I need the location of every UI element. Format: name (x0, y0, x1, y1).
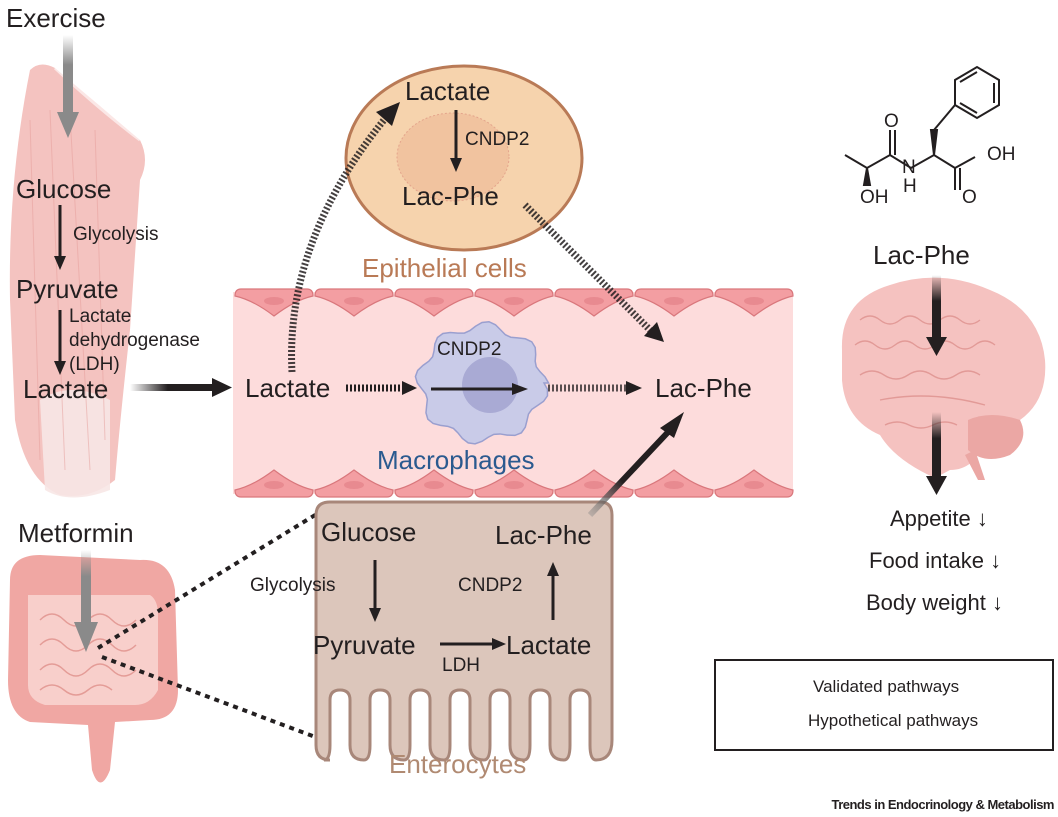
endothelial-nucleus (424, 481, 444, 489)
muscle-ldh-line1: Lactate (69, 306, 132, 327)
endothelial-nucleus (344, 297, 364, 305)
brain-effects-arrow (926, 412, 947, 495)
zoom-lines (96, 510, 322, 740)
muscle-pyruvate: Pyruvate (16, 274, 119, 304)
endothelial-nucleus (744, 297, 764, 305)
endothelial-nucleus (584, 481, 604, 489)
macrophage-enzyme: CNDP2 (437, 339, 502, 360)
atom-o1: O (884, 111, 899, 132)
muscle-glucose: Glucose (16, 174, 112, 204)
enterocyte-label: Enterocytes (389, 749, 527, 779)
effect-label: Body weight (866, 590, 986, 615)
down-arrow-icon: ↓ (976, 506, 988, 531)
endothelial-nucleus (664, 297, 684, 305)
glycolysis-arrow-enterocyte (369, 560, 381, 622)
endothelial-nucleus (504, 297, 524, 305)
brain-illustration (841, 277, 1046, 480)
legend-box (714, 659, 1054, 751)
muscle-lactate: Lactate (23, 374, 109, 404)
endothelial-nucleus (584, 297, 604, 305)
macrophage (414, 320, 550, 445)
cndp2-arrow-epithelial (450, 110, 462, 172)
exercise-arrow (57, 35, 79, 138)
endothelial-nucleus (264, 297, 284, 305)
endothelial-nucleus (344, 481, 364, 489)
metformin-arrow (74, 550, 98, 652)
effect-label: Appetite (890, 506, 971, 531)
atom-oh1: OH (860, 187, 889, 208)
molecule-name: Lac-Phe (873, 240, 970, 270)
glycolysis-arrow-muscle (54, 205, 66, 270)
ldh-arrow-enterocyte (440, 638, 506, 650)
enterocyte-glucose: Glucose (321, 517, 417, 547)
validated-arrow-enterocyte-to-blood (587, 412, 684, 518)
muscle-ldh-line3: (LDH) (69, 354, 120, 375)
effect-food-intake: Food intake ↓ (869, 550, 1001, 572)
epithelial-enzyme: CNDP2 (465, 129, 530, 150)
intestine-illustration (8, 555, 178, 783)
lactate-to-blood-arrow (130, 378, 232, 397)
epithelial-lactate: Lactate (405, 76, 491, 106)
legend-hypothetical-label: Hypothetical pathways (808, 711, 979, 730)
atom-h: H (903, 176, 917, 197)
enterocyte-pyruvate: Pyruvate (313, 630, 416, 660)
effect-label: Food intake (869, 548, 984, 573)
hypothetical-arrow-macrophage-to-lacphe (548, 381, 642, 395)
hypothetical-arrow-to-epithelial (288, 102, 400, 373)
endothelial-nucleus (664, 481, 684, 489)
epithelial-label: Epithelial cells (362, 253, 527, 283)
atom-n: N (902, 157, 916, 178)
lacphe-to-brain-arrow (926, 275, 947, 356)
enterocyte-enzyme: CNDP2 (458, 575, 523, 596)
atom-oh2: OH (987, 144, 1016, 165)
endothelial-nucleus (504, 481, 524, 489)
effect-body-weight: Body weight ↓ (866, 592, 1003, 614)
muscle-glycolysis: Glycolysis (73, 224, 159, 245)
enterocyte-glycolysis: Glycolysis (250, 575, 336, 596)
muscle-illustration (9, 64, 146, 498)
metformin-label: Metformin (18, 518, 134, 548)
endothelial-nucleus (264, 481, 284, 489)
down-arrow-icon: ↓ (990, 548, 1002, 573)
down-arrow-icon: ↓ (991, 590, 1003, 615)
hypothetical-arrow-lactate-to-macrophage (346, 381, 417, 395)
atom-o2: O (962, 187, 977, 208)
epithelial-cell (344, 64, 584, 252)
journal-credit: Trends in Endocrinology & Metabolism (831, 797, 1054, 812)
vessel-lactate: Lactate (245, 373, 331, 403)
ldh-arrow-muscle (54, 310, 66, 375)
exercise-label: Exercise (6, 3, 106, 33)
cndp2-arrow-macrophage (431, 383, 528, 395)
enterocyte-lacphe: Lac-Phe (495, 520, 592, 550)
vessel-lacphe: Lac-Phe (655, 373, 752, 403)
enterocyte-ldh: LDH (442, 655, 481, 676)
hypothetical-arrow-from-epithelial (522, 202, 664, 342)
endothelial-nucleus (744, 481, 764, 489)
muscle-ldh-line2: dehydrogenase (69, 330, 200, 351)
epithelial-lacphe: Lac-Phe (402, 181, 499, 211)
macrophage-label: Macrophages (377, 445, 535, 475)
lac-phe-molecule (844, 65, 1000, 190)
cndp2-arrow-enterocyte (547, 562, 559, 620)
enterocyte-cell (314, 500, 614, 762)
enterocyte-lactate: Lactate (506, 630, 592, 660)
endothelial-nucleus (424, 297, 444, 305)
legend-validated-label: Validated pathways (813, 677, 960, 696)
effect-appetite: Appetite ↓ (890, 508, 988, 530)
